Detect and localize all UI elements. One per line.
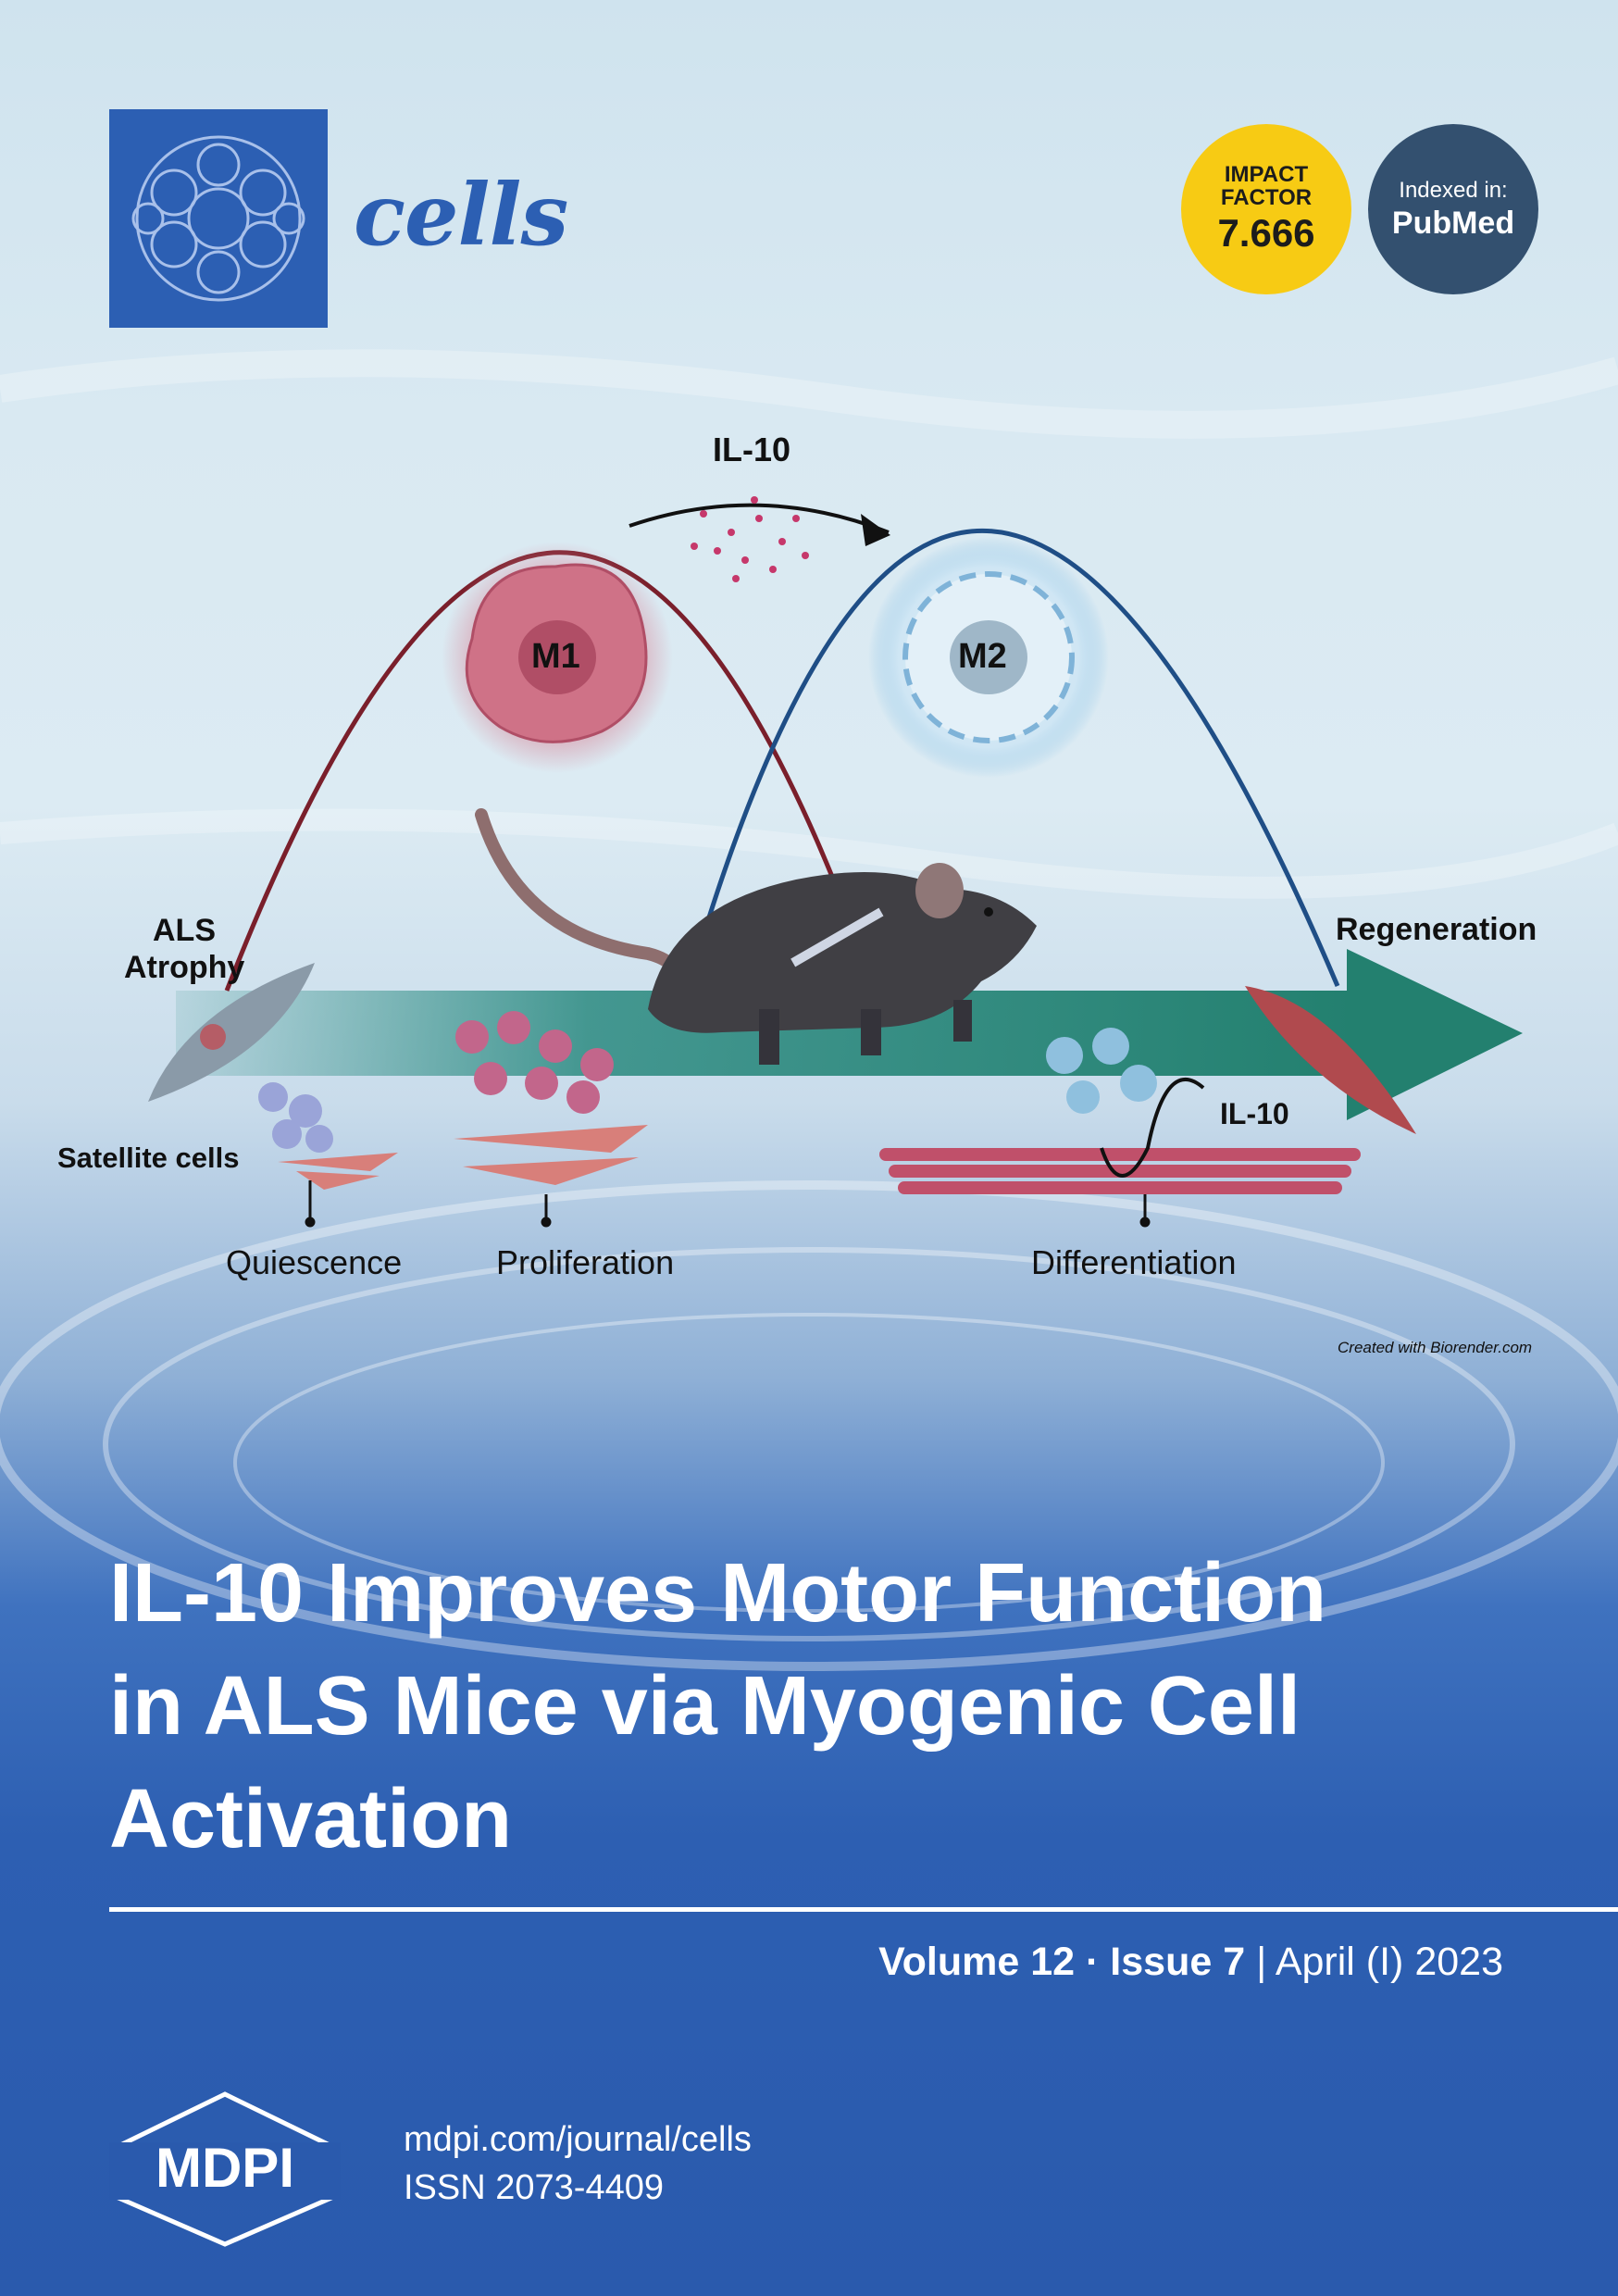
atrophy-muscle bbox=[148, 963, 315, 1102]
issue-separator: · bbox=[1086, 1940, 1100, 1984]
satellite-cells-label: Satellite cells bbox=[57, 1142, 240, 1174]
issue-info: Volume 12 · Issue 7 | April (I) 2023 bbox=[878, 1940, 1503, 1985]
water-ripples bbox=[0, 349, 1618, 1671]
atrophy-label: Atrophy bbox=[124, 950, 245, 985]
leader-lines bbox=[305, 1180, 1151, 1228]
il10-top-label: IL-10 bbox=[713, 430, 791, 468]
impact-label-line2: FACTOR bbox=[1220, 185, 1313, 210]
regeneration-label: Regeneration bbox=[1336, 912, 1537, 947]
issn: ISSN 2073-4409 bbox=[404, 2168, 664, 2207]
als-label: ALS bbox=[153, 913, 216, 948]
als-atrophy-label: ALS Atrophy bbox=[124, 912, 244, 986]
journal-logo bbox=[109, 109, 328, 328]
differentiation-label: Differentiation bbox=[1031, 1243, 1237, 1281]
regeneration-muscle bbox=[1245, 986, 1416, 1134]
m2-cell bbox=[868, 537, 1109, 778]
indexed-badge: Indexed in: PubMed bbox=[1368, 124, 1538, 294]
m2-label: M2 bbox=[958, 637, 1007, 676]
differentiation-illustration bbox=[879, 1028, 1361, 1194]
mdpi-logo: MDPI bbox=[109, 2091, 341, 2247]
satellite-cells-illustration bbox=[258, 1082, 398, 1190]
indexed-label: Indexed in: bbox=[1399, 178, 1508, 203]
mouse-illustration bbox=[475, 808, 1037, 1065]
impact-factor-badge: IMPACT FACTOR 7.666 bbox=[1181, 124, 1351, 294]
cell-cluster-icon bbox=[131, 135, 305, 302]
proliferation-illustration bbox=[454, 1011, 648, 1185]
title-divider bbox=[109, 1907, 1618, 1912]
journal-name: cells bbox=[354, 165, 568, 265]
volume: Volume 12 bbox=[878, 1940, 1076, 1984]
issue-number: Issue 7 bbox=[1110, 1940, 1246, 1984]
quiescence-label: Quiescence bbox=[226, 1243, 403, 1281]
il10-bottom-label: IL-10 bbox=[1220, 1097, 1289, 1130]
issue-date: April (I) 2023 bbox=[1275, 1940, 1503, 1984]
proliferation-label: Proliferation bbox=[496, 1243, 675, 1281]
impact-label-line1: IMPACT bbox=[1224, 162, 1309, 187]
il10-dots bbox=[691, 496, 809, 582]
biorender-credit: Created with Biorender.com bbox=[1338, 1339, 1533, 1356]
date-separator: | bbox=[1256, 1940, 1267, 1984]
indexed-value: PubMed bbox=[1391, 206, 1515, 241]
m1-cell bbox=[442, 542, 673, 773]
mdpi-wordmark: MDPI bbox=[156, 2137, 294, 2199]
title-line-3: Activation bbox=[109, 1773, 513, 1866]
journal-url[interactable]: mdpi.com/journal/cells bbox=[404, 2120, 752, 2159]
title-line-2: in ALS Mice via Myogenic Cell bbox=[109, 1660, 1301, 1753]
il10-arrow bbox=[629, 503, 890, 534]
title-line-1: IL-10 Improves Motor Function bbox=[109, 1547, 1327, 1640]
article-title: IL-10 Improves Motor Function in ALS Mic… bbox=[109, 1537, 1553, 1876]
m2-curve bbox=[701, 529, 1340, 987]
m1-label: M1 bbox=[531, 637, 580, 676]
impact-value: 7.666 bbox=[1217, 211, 1315, 255]
